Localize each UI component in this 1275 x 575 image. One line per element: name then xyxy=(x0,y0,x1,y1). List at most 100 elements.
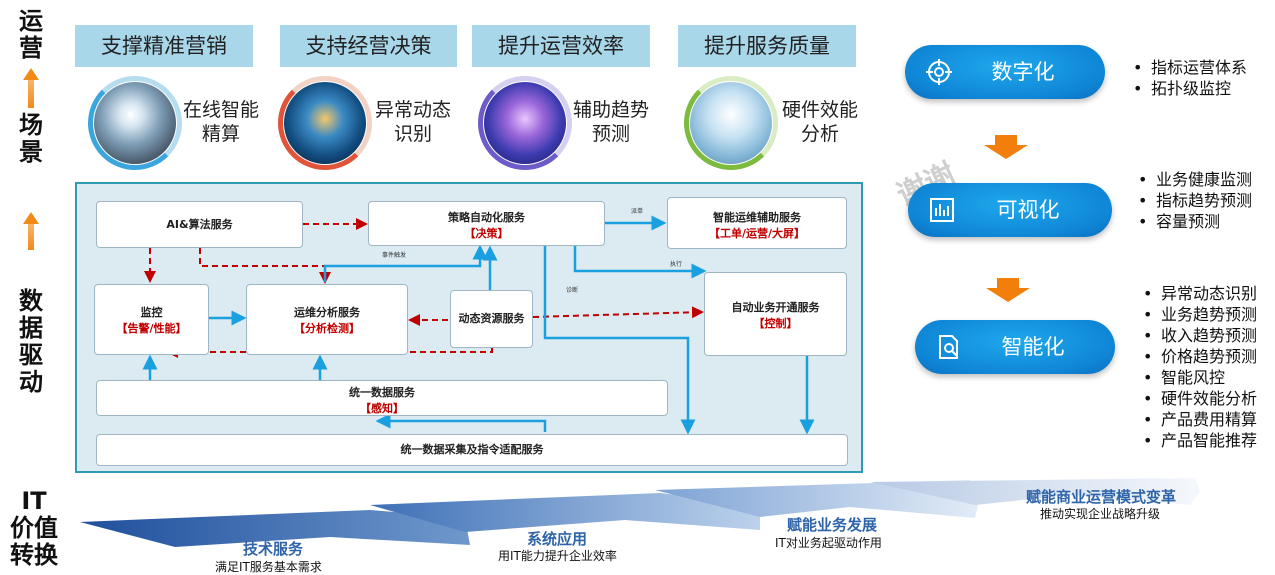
band-subtitle: 推动实现企业战略升级 xyxy=(1040,507,1161,521)
box-title: 智能运维辅助服务 xyxy=(713,211,801,224)
bullet-item: 产品费用精算 xyxy=(1143,409,1257,430)
band-business xyxy=(655,480,980,518)
edge-strategy-down xyxy=(543,246,696,435)
box-title: 监控 xyxy=(140,306,163,319)
caption-line: 精算 xyxy=(201,123,240,145)
box-tag: 【感知】 xyxy=(360,402,404,415)
dynamic-resource-box: 动态资源服务 xyxy=(450,290,533,348)
caption-line: 在线智能 xyxy=(182,99,259,121)
stage-label: 智能化 xyxy=(1001,335,1065,359)
scenario-caption: 辅助趋势 预测 xyxy=(570,98,652,146)
crystal-hand-image xyxy=(94,82,176,164)
label-char: 转换 xyxy=(10,541,58,569)
caption-line: 识别 xyxy=(393,123,432,145)
caption-line: 异常动态 xyxy=(374,99,451,121)
box-title: 运维分析服务 xyxy=(294,306,360,319)
up-arrow-icon xyxy=(23,68,39,80)
scenario-title: 提升运营效率 xyxy=(472,25,650,67)
bullet-item: 拓扑级监控 xyxy=(1133,78,1247,99)
label-char: 数 xyxy=(19,287,43,315)
ai-service-box: AI&算法服务 xyxy=(96,201,303,248)
bullet-item: 收入趋势预测 xyxy=(1143,325,1257,346)
ops-analysis-box: 运维分析服务 【分析检测】 xyxy=(246,284,408,355)
scenario-title: 支持经营决策 xyxy=(280,25,457,67)
down-arrow-stem xyxy=(997,278,1019,288)
stage-label: 可视化 xyxy=(996,198,1060,222)
scenario-caption: 异常动态 识别 xyxy=(372,98,454,146)
band-model xyxy=(870,478,1200,505)
caption-line: 辅助趋势 xyxy=(572,99,649,121)
target-icon xyxy=(926,59,952,85)
caption-line: 分析 xyxy=(800,123,839,145)
label-char: 驱 xyxy=(19,341,43,369)
label-char: IT xyxy=(21,487,47,515)
earth-image xyxy=(284,82,366,164)
up-arrow-icon xyxy=(23,212,39,224)
band-technical xyxy=(80,510,470,547)
box-tag: 【决策】 xyxy=(464,227,509,240)
bullet-item: 指标运营体系 xyxy=(1133,57,1247,78)
auto-business-box: 自动业务开通服务 【控制】 xyxy=(704,272,847,356)
box-tag: 【控制】 xyxy=(753,317,798,330)
box-title: 策略自动化服务 xyxy=(448,211,525,224)
box-title: 统一数据服务 xyxy=(349,386,415,399)
edge-dynamic-to-auto xyxy=(532,306,704,319)
scenario-caption: 在线智能 精算 xyxy=(180,98,262,146)
label-char: 据 xyxy=(19,314,43,342)
bullet-item: 业务趋势预测 xyxy=(1143,304,1257,325)
label-char: 场 xyxy=(19,111,43,139)
strategy-box: 策略自动化服务 【决策】 xyxy=(368,201,605,246)
monitor-box: 监控 【告警/性能】 xyxy=(94,284,209,355)
down-arrow-icon xyxy=(984,145,1028,159)
edge-collect-to-data xyxy=(375,413,547,432)
caption-line: 预测 xyxy=(591,123,630,145)
collection-box: 统一数据采集及指令适配服务 xyxy=(96,434,848,466)
scenario-ring xyxy=(88,76,182,170)
stage-digitalization: 数字化 xyxy=(905,45,1105,99)
scenario-title: 提升服务质量 xyxy=(678,25,856,67)
down-arrow-icon xyxy=(986,288,1030,302)
box-title: 自动业务开通服务 xyxy=(731,301,820,314)
bullet-item: 异常动态识别 xyxy=(1143,283,1257,304)
box-tag: 【工单/运营/大屏】 xyxy=(708,227,806,240)
box-title: AI&算法服务 xyxy=(166,218,233,231)
edge-label-execute: 执行 xyxy=(670,261,683,268)
label-it-value: IT 价值 转换 xyxy=(4,488,64,569)
edge-label-event-trigger: 事件触发 xyxy=(382,252,407,259)
band-title: 技术服务 xyxy=(243,540,304,558)
city-network-image xyxy=(690,82,772,164)
edge-analysis-to-strategy xyxy=(323,244,488,282)
band-title: 赋能业务发展 xyxy=(787,516,878,534)
bullet-item: 智能风控 xyxy=(1143,367,1257,388)
bullet-item: 容量预测 xyxy=(1138,211,1252,232)
band-subtitle: 满足IT服务基本需求 xyxy=(215,560,322,574)
stage-intelligence: 智能化 xyxy=(915,320,1115,374)
stage-bullets: 异常动态识别 业务趋势预测 收入趋势预测 价格趋势预测 智能风控 硬件效能分析 … xyxy=(1143,283,1257,451)
band-title: 系统应用 xyxy=(527,530,588,548)
bullet-item: 指标趋势预测 xyxy=(1138,190,1252,211)
scenario-ring xyxy=(278,76,372,170)
label-char: 运 xyxy=(19,7,43,35)
stage-bullets: 业务健康监测 指标趋势预测 容量预测 xyxy=(1138,169,1252,232)
bullet-item: 价格趋势预测 xyxy=(1143,346,1257,367)
band-system xyxy=(370,493,760,532)
band-subtitle: IT对业务起驱动作用 xyxy=(775,536,882,550)
bullet-item: 产品智能推荐 xyxy=(1143,430,1257,451)
band-subtitle: 用IT能力提升企业效率 xyxy=(498,549,617,563)
label-data-driven: 数 据 驱 动 xyxy=(16,288,46,396)
scenario-title: 支撑精准营销 xyxy=(75,25,253,67)
bullet-item: 业务健康监测 xyxy=(1138,169,1252,190)
box-tag: 【分析检测】 xyxy=(294,322,360,335)
box-title: 统一数据采集及指令适配服务 xyxy=(400,443,544,456)
caption-line: 硬件效能 xyxy=(781,99,858,121)
stage-label: 数字化 xyxy=(991,60,1055,84)
down-arrow-stem xyxy=(995,135,1017,145)
unified-data-box: 统一数据服务 【感知】 xyxy=(96,380,668,416)
stage-visualization: 可视化 xyxy=(908,183,1112,237)
brain-network-image xyxy=(484,82,566,164)
ops-assist-box: 智能运维辅助服务 【工单/运营/大屏】 xyxy=(667,197,847,249)
label-operation-scene: 运 营 xyxy=(16,8,46,62)
edge-label-dispatch: 派单 xyxy=(631,208,644,215)
chart-icon xyxy=(930,198,954,222)
